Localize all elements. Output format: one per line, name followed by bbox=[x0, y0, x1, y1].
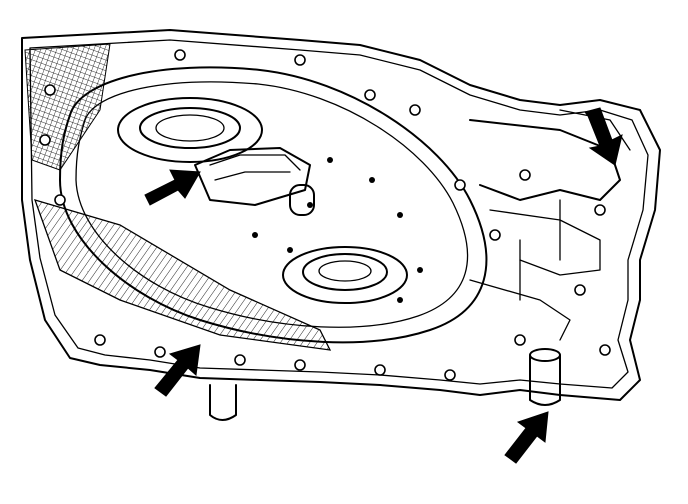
upper-boss bbox=[117, 97, 263, 163]
right-ribbing bbox=[469, 109, 631, 341]
callout-arrow-lower-right bbox=[504, 411, 549, 464]
upper-left-mesh bbox=[24, 43, 111, 171]
bracket-block bbox=[194, 147, 315, 216]
lower-pegs bbox=[209, 348, 561, 421]
center-holes bbox=[252, 157, 423, 303]
callout-arrow-upper-right bbox=[584, 107, 623, 166]
lower-boss bbox=[282, 246, 408, 304]
outer-flange bbox=[21, 29, 661, 401]
perimeter-bolts bbox=[39, 49, 611, 381]
lower-gasket-strip bbox=[33, 199, 332, 351]
callout-arrow-lower-left bbox=[154, 344, 201, 397]
callout-arrow-upper-left bbox=[144, 169, 201, 206]
